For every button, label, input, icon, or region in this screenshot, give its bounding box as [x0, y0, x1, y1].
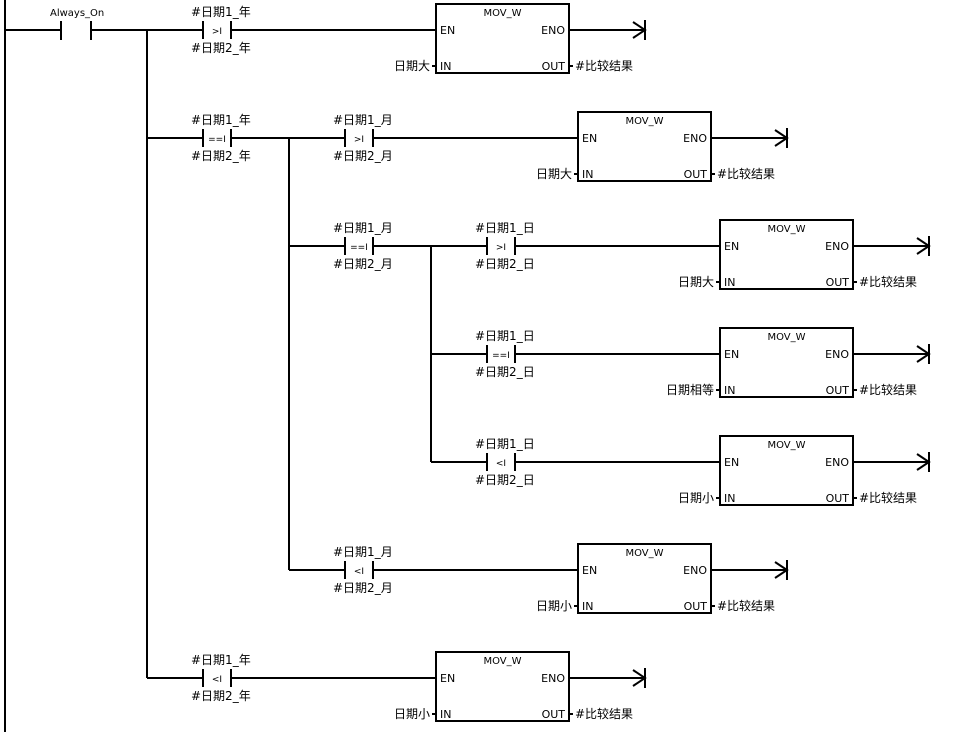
rung-1: >I #日期1_年 #日期2_年 MOV_W EN ENO IN OUT 日期大 #比较结果 [147, 3, 647, 74]
in-value-label: 日期大 [678, 275, 714, 289]
mov-w-title: MOV_W [483, 8, 521, 19]
pin-in: IN [582, 168, 593, 181]
pin-en: EN [582, 132, 597, 145]
compare-contact-operand-2: #日期2_日 [475, 473, 535, 487]
compare-contact-operator: ==I [350, 243, 368, 253]
compare-contact-operand-1: #日期1_月 [333, 221, 393, 235]
compare-contact-operator: ==I [208, 135, 226, 145]
compare-contact-operand-2: #日期2_年 [191, 689, 251, 703]
compare-contact-operator: <I [496, 459, 506, 469]
mov-w-block [577, 111, 712, 182]
pin-in: IN [724, 384, 735, 397]
pin-en: EN [440, 24, 455, 37]
compare-contact-operator: <I [212, 675, 222, 685]
compare-contact-operand-2: #日期2_月 [333, 257, 393, 271]
rung-6: <I #日期1_月 #日期2_月 MOV_W EN ENO IN OUT 日期小 #比较结果 [289, 543, 789, 614]
out-variable-label: #比较结果 [575, 706, 633, 721]
compare-contact-operand-1: #日期1_年 [191, 113, 251, 127]
rung-4: ==I #日期1_日 #日期2_日 MOV_W EN ENO IN OUT 日期相等 #比较结果 [431, 327, 931, 398]
compare-contact-operator: ==I [492, 351, 510, 361]
out-variable-label: #比较结果 [859, 490, 917, 505]
out-variable-label: #比较结果 [859, 274, 917, 289]
pin-out: OUT [684, 168, 708, 181]
pin-in: IN [440, 708, 451, 721]
pin-en: EN [724, 456, 739, 469]
in-value-label: 日期小 [536, 599, 572, 613]
pin-in: IN [582, 600, 593, 613]
mov-w-title: MOV_W [767, 332, 805, 343]
pin-out: OUT [826, 492, 850, 505]
out-variable-label: #比较结果 [859, 382, 917, 397]
mov-w-block [719, 435, 854, 506]
in-value-label: 日期小 [394, 707, 430, 721]
pin-eno: ENO [541, 24, 565, 37]
rung-5: <I #日期1_日 #日期2_日 MOV_W EN ENO IN OUT 日期小 #比较结果 [431, 435, 931, 506]
compare-contact-2-operand-2: #日期2_月 [333, 149, 393, 163]
compare-contact-operand-1: #日期1_年 [191, 5, 251, 19]
pin-in: IN [724, 276, 735, 289]
pin-out: OUT [542, 60, 566, 73]
compare-contact-operand-1: #日期1_日 [475, 329, 535, 343]
pin-eno: ENO [825, 456, 849, 469]
compare-contact-operand-2: #日期2_月 [333, 581, 393, 595]
out-variable-label: #比较结果 [717, 598, 775, 613]
pin-eno: ENO [825, 240, 849, 253]
compare-contact-operator: <I [354, 567, 364, 577]
compare-contact-operand-1: #日期1_年 [191, 653, 251, 667]
mov-w-title: MOV_W [767, 440, 805, 451]
mov-w-block [435, 651, 570, 722]
compare-contact-2-operand-2: #日期2_日 [475, 257, 535, 271]
compare-contact-operand-2: #日期2_年 [191, 41, 251, 55]
mov-w-block [435, 3, 570, 74]
mov-w-title: MOV_W [483, 656, 521, 667]
in-value-label: 日期小 [678, 491, 714, 505]
pin-en: EN [724, 240, 739, 253]
rung-2: ==I #日期1_年 #日期2_年 >I #日期1_月 #日期2_月 MOV_W EN ENO I… [147, 111, 789, 182]
compare-contact-operand-2: #日期2_日 [475, 365, 535, 379]
mov-w-title: MOV_W [625, 548, 663, 559]
rung-7: <I #日期1_年 #日期2_年 MOV_W EN ENO IN OUT 日期小 #比较结果 [147, 651, 647, 722]
out-variable-label: #比较结果 [717, 166, 775, 181]
pin-en: EN [440, 672, 455, 685]
mov-w-title: MOV_W [625, 116, 663, 127]
mov-w-block [577, 543, 712, 614]
pin-en: EN [724, 348, 739, 361]
pin-eno: ENO [825, 348, 849, 361]
in-value-label: 日期相等 [666, 383, 714, 397]
pin-out: OUT [826, 384, 850, 397]
in-value-label: 日期大 [536, 167, 572, 181]
pin-eno: ENO [683, 132, 707, 145]
mov-w-title: MOV_W [767, 224, 805, 235]
pin-out: OUT [684, 600, 708, 613]
compare-contact-operand-1: #日期1_月 [333, 545, 393, 559]
compare-contact-2-operand-1: #日期1_日 [475, 221, 535, 235]
rung-3: ==I #日期1_月 #日期2_月 >I #日期1_日 #日期2_日 MOV_W EN ENO I… [289, 219, 931, 290]
compare-contact-operator: >I [212, 27, 222, 37]
pin-eno: ENO [683, 564, 707, 577]
mov-w-block [719, 219, 854, 290]
compare-contact-2-operand-1: #日期1_月 [333, 113, 393, 127]
pin-in: IN [724, 492, 735, 505]
compare-contact-2-operator: >I [354, 135, 364, 145]
compare-contact-operand-2: #日期2_年 [191, 149, 251, 163]
compare-contact-2-operator: >I [496, 243, 506, 253]
in-value-label: 日期大 [394, 59, 430, 73]
compare-contact-operand-1: #日期1_日 [475, 437, 535, 451]
pin-in: IN [440, 60, 451, 73]
out-variable-label: #比较结果 [575, 58, 633, 73]
pin-eno: ENO [541, 672, 565, 685]
mov-w-block [719, 327, 854, 398]
pin-out: OUT [826, 276, 850, 289]
pin-en: EN [582, 564, 597, 577]
pin-out: OUT [542, 708, 566, 721]
always-on-label: Always_On [50, 8, 104, 19]
